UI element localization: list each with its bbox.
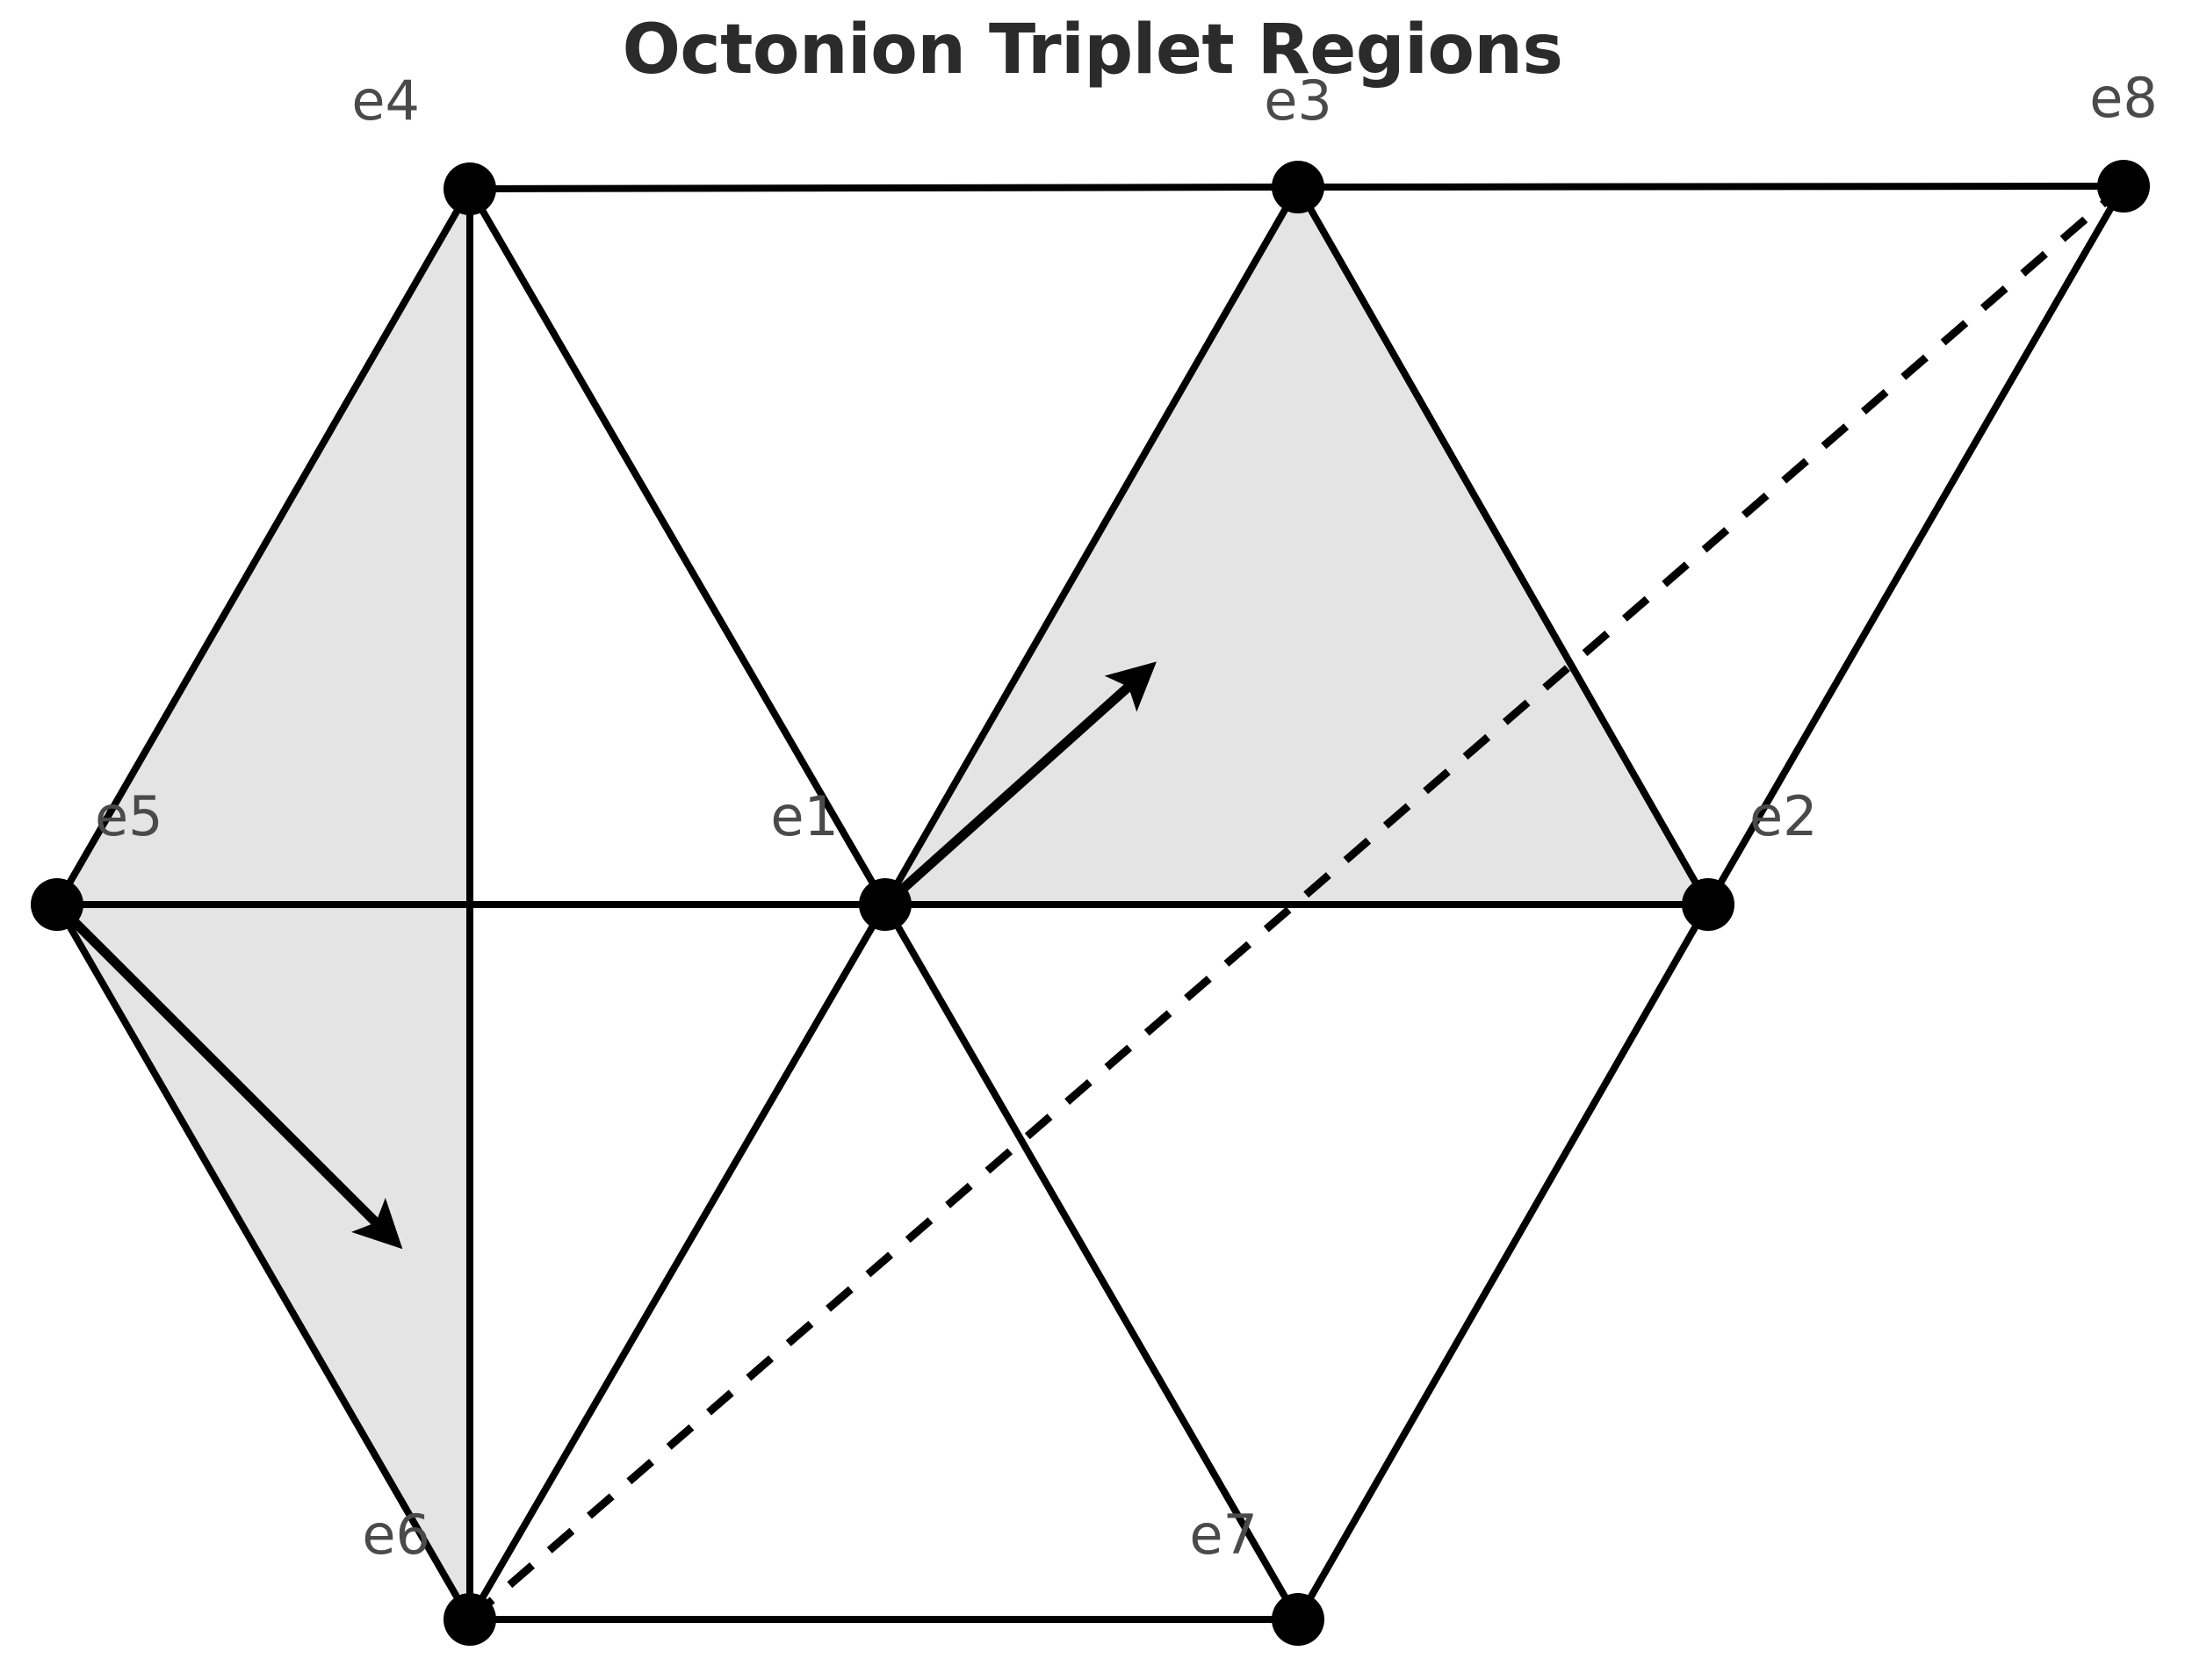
edge-e3-e2 <box>1294 185 1712 906</box>
node-label-e4: e4 <box>351 68 420 133</box>
node-e5[interactable] <box>31 878 83 931</box>
node-label-e1: e1 <box>770 784 839 848</box>
arrows-layer <box>54 661 1157 1250</box>
edge-e4-e5 <box>54 187 473 906</box>
arrow-e1 <box>882 661 1157 909</box>
node-e3[interactable] <box>1272 161 1324 213</box>
edge-e1-e6 <box>466 902 889 1622</box>
edges-layer <box>54 183 2127 1623</box>
edge-e2-e8 <box>1705 184 2127 907</box>
edge-e1-e3 <box>882 185 1302 906</box>
edge-e3-e8 <box>1297 183 2124 191</box>
node-e8[interactable] <box>2097 160 2150 213</box>
node-label-e3: e3 <box>1264 68 1332 133</box>
arrow-e5 <box>54 901 403 1250</box>
edge-e2-e7 <box>1294 903 1712 1621</box>
edge-e5-e6 <box>54 902 473 1622</box>
node-label-e6: e6 <box>362 1503 430 1567</box>
nodes-layer <box>31 160 2150 1646</box>
node-e4[interactable] <box>443 162 496 215</box>
edge-e4-e1 <box>466 186 889 907</box>
node-e6[interactable] <box>443 1593 496 1646</box>
edge-e1-e7 <box>882 902 1302 1622</box>
node-e2[interactable] <box>1682 878 1734 931</box>
node-label-e5: e5 <box>95 784 163 848</box>
node-label-e2: e2 <box>1749 784 1818 848</box>
node-e7[interactable] <box>1272 1593 1324 1646</box>
node-label-e8: e8 <box>2089 66 2158 130</box>
node-e1[interactable] <box>859 878 912 931</box>
node-label-e7: e7 <box>1189 1503 1258 1567</box>
edge-e4-e3 <box>469 184 1299 192</box>
